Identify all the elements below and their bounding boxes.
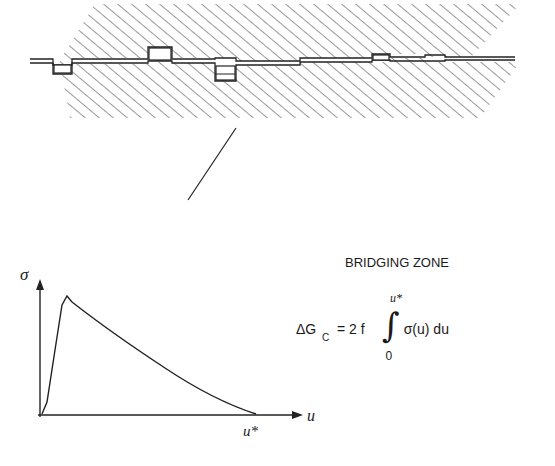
upper-material (55, 4, 520, 64)
equation-term: ΔG (296, 322, 316, 336)
equation-subscript: C (322, 333, 329, 343)
equation-term: = 2 f (337, 322, 365, 336)
grain-boundary (216, 74, 235, 75)
equation-term: σ(u) du (404, 322, 449, 336)
zone-title: BRIDGING ZONE (345, 256, 449, 269)
axis-label: u (307, 408, 315, 424)
axis-arrowhead (292, 411, 303, 419)
bridging-grain (373, 55, 389, 60)
leader-line (188, 128, 236, 200)
bridging-grain (54, 65, 71, 73)
crack-upper-face (30, 47, 515, 65)
bridging-grain (149, 48, 171, 60)
sigma-axis (39, 282, 40, 417)
axis-value: u* (243, 424, 258, 439)
bridging-grain (216, 66, 235, 80)
bridging-traction-curve (42, 296, 256, 414)
axis-arrowhead (36, 279, 44, 290)
u-axis (38, 414, 300, 415)
integral-limit: 0 (386, 350, 393, 362)
axis-label: σ (20, 266, 28, 283)
integral-limit: u* (390, 292, 402, 304)
crack-lower-face (30, 60, 515, 81)
integral-sign: ∫ (382, 308, 400, 342)
lower-material (55, 58, 520, 118)
